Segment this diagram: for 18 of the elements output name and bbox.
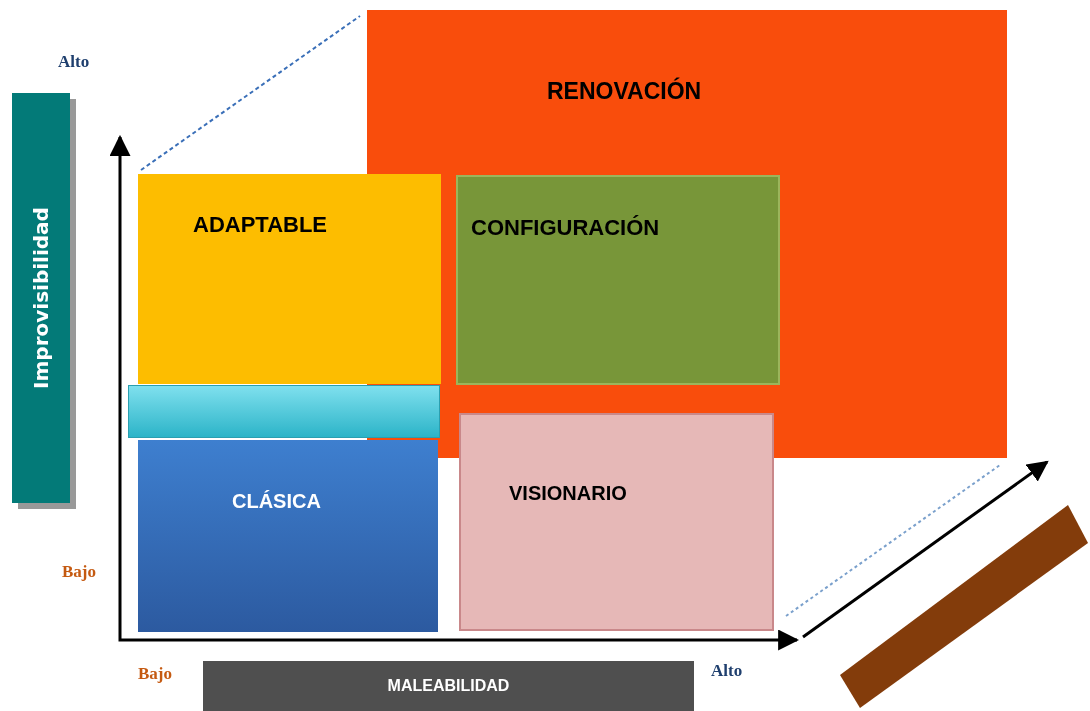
axis-title: Improvisibilidad [29, 207, 53, 389]
axis-title-bar [203, 661, 694, 711]
quadrant-label: CLÁSICA [232, 490, 321, 513]
axis-level-label: Bajo [138, 664, 172, 684]
quadrant-box [138, 174, 441, 384]
quadrant-box [456, 175, 780, 385]
axis-level-label: Alto [58, 52, 90, 72]
axis-title: MALEABILIDAD [387, 677, 510, 695]
quadrant-label: ADAPTABLE [193, 212, 328, 238]
diagonal-bar [840, 505, 1088, 708]
quadrant-label: CONFIGURACIÓN [471, 215, 660, 241]
quadrant-label: VISIONARIO [509, 482, 627, 505]
quadrant-label: RENOVACIÓN [547, 78, 702, 105]
quadrant-box [459, 413, 774, 631]
highlight-band [128, 385, 440, 438]
axis-level-label: Alto [711, 661, 743, 681]
quadrant-box [138, 440, 438, 632]
axis-level-label: Bajo [62, 562, 96, 582]
